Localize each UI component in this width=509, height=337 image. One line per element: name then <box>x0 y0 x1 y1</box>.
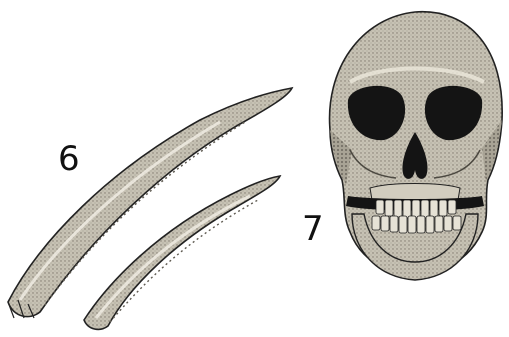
figure-label-bones: 6 <box>58 142 80 176</box>
human-skull <box>330 12 503 280</box>
teeth-upper <box>376 200 456 218</box>
figure-label-skull: 7 <box>302 212 324 246</box>
rib-bone-long <box>8 88 292 318</box>
